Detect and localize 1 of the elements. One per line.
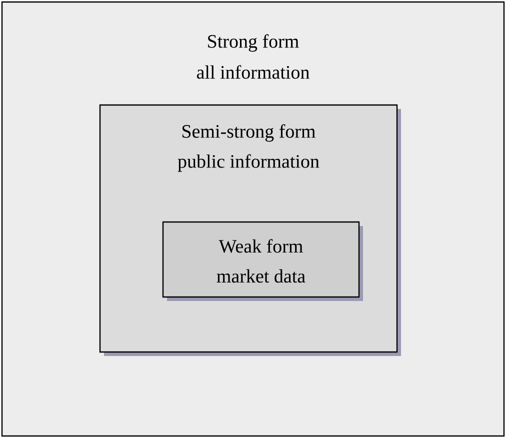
box: Weak form market data bbox=[162, 221, 363, 301]
